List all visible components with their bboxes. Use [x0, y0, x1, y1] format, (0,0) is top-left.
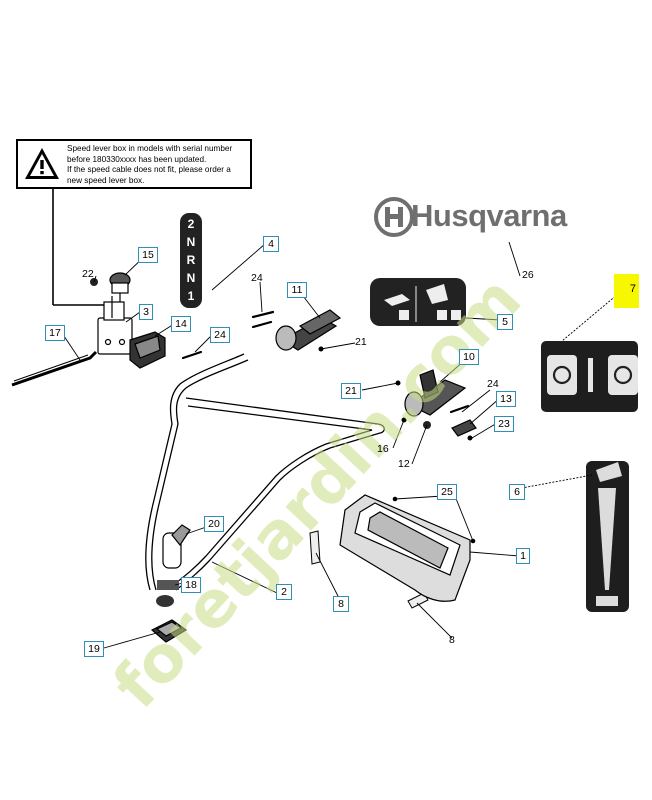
part-6-tall-decal [586, 461, 629, 612]
gear-position-r: R [186, 253, 196, 267]
callout-4: 4 [263, 236, 279, 252]
callout-16: 16 [377, 443, 389, 455]
callout-15: 15 [138, 247, 158, 263]
part-19-pad [150, 619, 188, 643]
warning-leader-lines [52, 189, 110, 306]
callout-20: 20 [204, 516, 224, 532]
part-15-knob [109, 272, 131, 302]
part-20-bracket [162, 524, 191, 569]
callout-23: 23 [494, 416, 514, 432]
brand-name: Husqvarna [411, 198, 567, 233]
callout-21-top: 21 [355, 336, 367, 348]
callout-21-mid: 21 [341, 383, 361, 399]
callout-12: 12 [398, 458, 410, 470]
warning-note: Speed lever box in models with serial nu… [16, 139, 252, 189]
callout-24-top: 24 [251, 272, 263, 284]
part-17-speed-rod [11, 350, 98, 387]
warning-line-3: If the speed cable does not fit, please … [67, 165, 231, 175]
gear-position-n-lower: N [186, 271, 196, 285]
callout-13: 13 [496, 391, 516, 407]
callout-1: 1 [516, 548, 530, 564]
callout-26: 26 [522, 269, 534, 281]
callout-25: 25 [437, 484, 457, 500]
callout-2: 2 [276, 584, 292, 600]
part-14-cover [129, 331, 166, 369]
warning-line-1: Speed lever box in models with serial nu… [67, 144, 233, 153]
part-10-grip [404, 369, 467, 417]
callout-14: 14 [171, 316, 191, 332]
callout-11: 11 [287, 282, 307, 298]
part-7-switch-plate [541, 341, 638, 412]
callout-5: 5 [497, 314, 513, 330]
callout-17: 17 [45, 325, 65, 341]
gear-position-2: 2 [187, 217, 195, 231]
callout-22: 22 [82, 268, 94, 280]
callout-8-left: 8 [333, 596, 349, 612]
callout-10: 10 [459, 349, 479, 365]
gear-position-n-upper: N [186, 235, 196, 249]
gear-selector-plate [180, 213, 202, 308]
husqvarna-logo-icon [374, 197, 414, 237]
part-11-grip [275, 309, 342, 351]
part-5-decal [370, 278, 466, 326]
callout-leaders [61, 241, 619, 649]
warning-text: Speed lever box in models with serial nu… [67, 144, 251, 186]
callout-3: 3 [139, 304, 153, 320]
callout-8-right: 8 [449, 634, 455, 646]
pins [181, 310, 470, 414]
part-1-console-cover [339, 494, 471, 602]
warning-line-2: before 180330xxxx has been updated. [67, 154, 207, 164]
part-18-base [156, 595, 174, 607]
part-3-lever-box [97, 296, 133, 355]
callout-18: 18 [181, 577, 201, 593]
callout-7: 7 [629, 283, 636, 295]
callout-7-highlight: 7 [614, 274, 639, 308]
part-18-clamp [157, 580, 179, 590]
warning-triangle-icon [25, 148, 59, 179]
callout-6: 6 [509, 484, 525, 500]
callout-24-right: 24 [487, 378, 499, 390]
warning-line-4: new speed lever box. [67, 175, 145, 185]
callout-24-mid: 24 [210, 327, 230, 343]
gear-position-1: 1 [187, 289, 195, 303]
part-23-screw [467, 435, 473, 441]
callout-19: 19 [84, 641, 104, 657]
